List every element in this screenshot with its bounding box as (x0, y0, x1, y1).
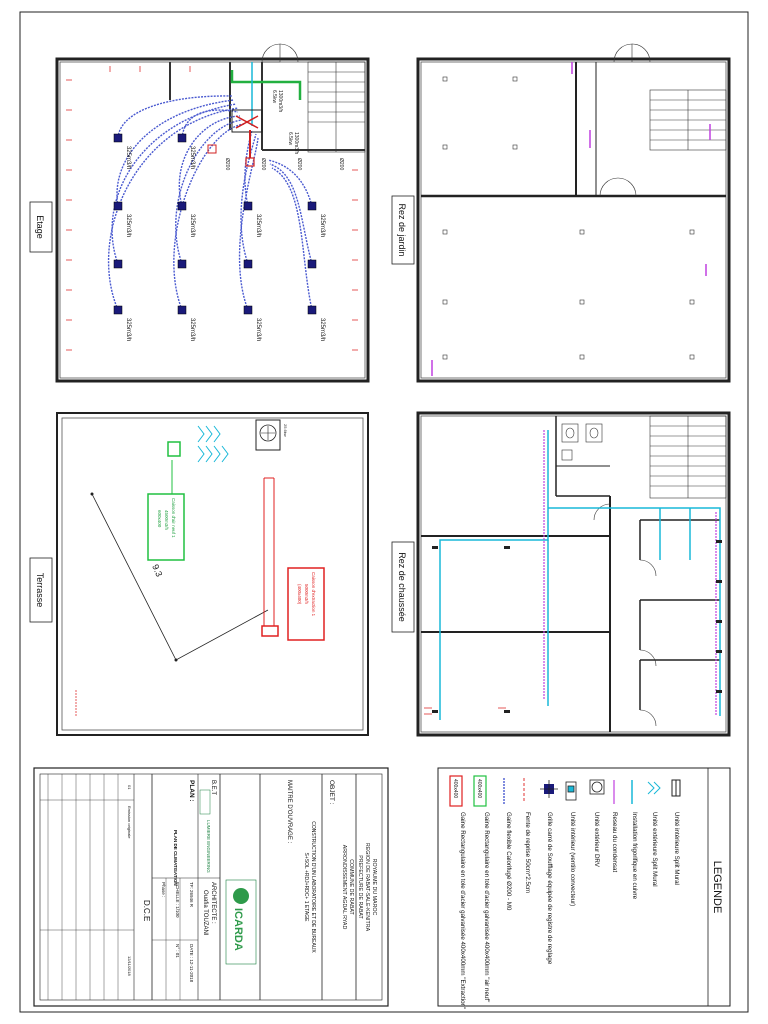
svg-text:400x400: 400x400 (452, 779, 458, 798)
echelle-value: ECHELLE : 1/100 (175, 882, 180, 918)
legend-item-3: Installation frigorifique en cuivre (631, 812, 638, 900)
flex-ducts-etage (107, 95, 313, 311)
legend-item-4: Reseau du condensat (611, 812, 618, 872)
red-duct-icon: 400x400 (449, 775, 463, 807)
split-indoor-icon (671, 779, 681, 797)
title-block: ROYAUME DU MAROC REGION DE RABAT-SALE-KE… (33, 767, 389, 1007)
svg-text:Ø200: Ø200 (260, 158, 266, 170)
maitre-label: MAITRE D'OUVRAGE : (286, 780, 292, 843)
objet-line-1: CONSTRUCTION D'UN LABORATOIRE ET DE BURE… (310, 821, 316, 953)
svg-text:1300m3/h: 1300m3/h (277, 90, 283, 112)
icarda-logo: ICARDA (225, 879, 257, 965)
svg-text:25.6kw: 25.6kw (283, 424, 288, 437)
plan-rez-de-chaussee (416, 411, 731, 737)
phase-label: Phase : (161, 882, 166, 897)
svg-text:1300m3/h: 1300m3/h (293, 132, 299, 154)
plan-label-terrasse: Terrasse (29, 557, 53, 623)
objet-label: OBJET : (328, 780, 335, 805)
svg-text:6.5kw: 6.5kw (271, 90, 277, 103)
fancoil-icon (565, 781, 577, 801)
plan-label: PLAN : (188, 780, 195, 802)
legend-item-11: Gaine Rectangulaire en tole d'acier galv… (459, 812, 466, 1009)
legend-item-9: Gaine flexible Calorifugé Ø200 - M0 (505, 812, 512, 911)
svg-text:325m3/h: 325m3/h (255, 214, 261, 237)
stair-jardin (649, 89, 727, 151)
svg-text:325m3/h: 325m3/h (189, 214, 195, 237)
svg-text:325m3/h: 325m3/h (189, 318, 195, 341)
return-slots-etage (66, 66, 358, 351)
plan-label-rez-de-jardin: Rez de jardin (391, 195, 415, 265)
legend: LEGENDE 400x400 400x400 (437, 767, 731, 1009)
svg-text:Etage: Etage (35, 215, 45, 239)
svg-text:Caisson d'extraction 1: Caisson d'extraction 1 (311, 572, 316, 617)
sheet-border (19, 11, 749, 1013)
plan-rez-de-jardin (416, 43, 731, 383)
grille-icon (540, 780, 558, 798)
plan-label-rez-de-chaussee: Rez de chaussée (391, 541, 415, 633)
svg-text:Rez de jardin: Rez de jardin (397, 203, 407, 256)
legend-title: LEGENDE (711, 861, 723, 914)
svg-text:Ø200: Ø200 (296, 158, 302, 170)
header-line-4: COMMUNE DE RABAT (348, 859, 354, 915)
svg-text:Terrasse: Terrasse (35, 573, 45, 608)
svg-text:325m3/h: 325m3/h (189, 146, 195, 169)
svg-text:Rez de chaussée: Rez de chaussée (397, 552, 407, 622)
header-line-2: REGION DE RABAT-SALE-KENITRA (364, 843, 370, 932)
split-outdoor-icon (647, 781, 661, 795)
header-line-3: PREFECTURE DE RABAT (357, 855, 363, 919)
date-value: DATE : 12-11-2018 (189, 944, 194, 983)
revision-text: Emission originale (127, 806, 132, 839)
svg-text:325m3/h: 325m3/h (319, 214, 325, 237)
stair-chaussee (649, 415, 727, 499)
bet-label: B.E.T (210, 780, 216, 795)
svg-text:600x400: 600x400 (157, 510, 162, 528)
legend-item-10: Gaine Rectangulaire en tole d'acier galv… (483, 812, 490, 1002)
architect-name: Ouafia TOUZANI (202, 890, 208, 936)
svg-text:325m3/h: 325m3/h (255, 318, 261, 341)
legend-item-2: Unité extérieure Split Mural (651, 812, 658, 887)
svg-text:325m3/h: 325m3/h (319, 318, 325, 341)
svg-text:6.5kw: 6.5kw (287, 132, 293, 145)
plan-label-etage: Etage (29, 201, 53, 253)
svg-text:4500m3/h: 4500m3/h (164, 510, 169, 531)
svg-text:(400x400): (400x400) (297, 584, 302, 605)
svg-text:Caisson d'air neuf 1: Caisson d'air neuf 1 (171, 498, 176, 538)
bet-name: LUMIERE ENGINEERING (206, 820, 211, 873)
legend-item-5: Unité extérieur DRV (593, 812, 600, 868)
terrace-dimension: 9.3 (150, 563, 164, 579)
no-value: N° : 01 (175, 944, 180, 958)
svg-text:5000m3/h: 5000m3/h (304, 584, 309, 605)
tf-value: TF: 26946 R (189, 882, 194, 908)
header-line-1: ROYAUME DU MAROC (371, 859, 377, 916)
toilets-chaussee (561, 423, 603, 461)
plan-name: PLAN DE CLIMATISATION (173, 830, 178, 886)
svg-text:325m3/h: 325m3/h (125, 146, 131, 169)
legend-item-8: Fente de reprise 50cm*2.5cm (524, 812, 531, 893)
svg-text:Ø200: Ø200 (224, 158, 230, 170)
legend-item-6: Unité intérieur (ventilo convecteur) (569, 812, 576, 906)
architect-label: ARCHITECTE : (210, 882, 216, 924)
svg-text:ICARDA: ICARDA (232, 908, 244, 951)
revision-number: 01 (127, 785, 132, 790)
svg-text:Ø200: Ø200 (338, 158, 344, 170)
revision-date: 12/11/2018 (127, 956, 132, 976)
objet-line-2: S+SOL +RDJ+RDC+ 1 ETAGE (303, 853, 309, 923)
svg-text:325m3/h: 325m3/h (125, 318, 131, 341)
airflow-labels-etage: 325m3/h 325m3/h 325m3/h 325m3/h 325m3/h … (125, 146, 325, 341)
svg-text:325m3/h: 325m3/h (125, 214, 131, 237)
supply-grilles-etage (113, 133, 317, 315)
svg-text:400x400: 400x400 (476, 779, 482, 798)
legend-item-1: Unité intérieure Split Mural (673, 812, 680, 885)
refrigerant-lines-chaussee (439, 430, 721, 720)
legend-item-7: Grille carré de Soufflage équipée de reg… (546, 812, 553, 965)
plan-terrasse: 9.3 Caisson d'air neuf 1 4500m3/h 600x40… (56, 412, 369, 736)
green-duct-icon: 400x400 (473, 775, 487, 807)
drv-outdoor-icon (589, 779, 605, 795)
stair-etage (307, 61, 366, 153)
plan-etage: 325m3/h 325m3/h 325m3/h 325m3/h 325m3/h … (55, 43, 370, 383)
header-line-5: ARRONDISSEMENT AGDAL RYAD (341, 845, 347, 930)
phase-value: D.C.E (142, 900, 151, 921)
